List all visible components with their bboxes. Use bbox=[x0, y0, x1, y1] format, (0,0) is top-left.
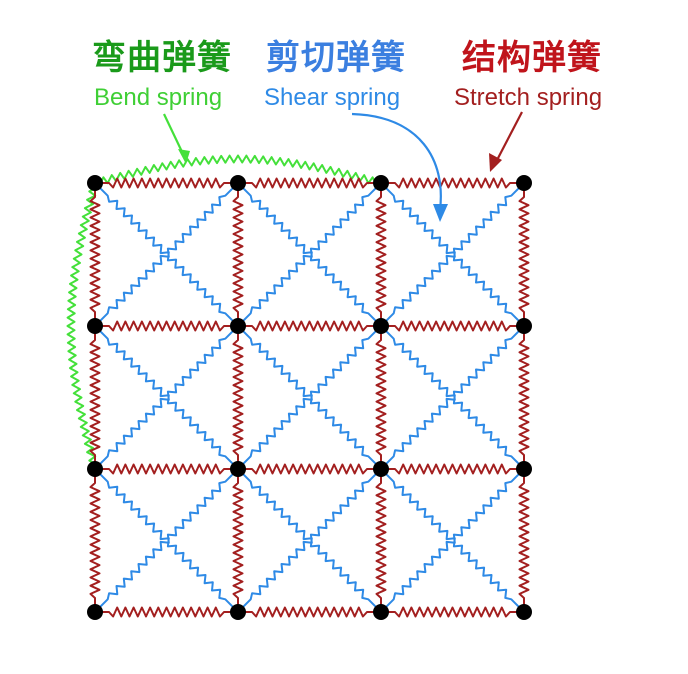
bend-spring-title: 弯曲弹簧 bbox=[92, 38, 232, 78]
stretch-spring bbox=[232, 469, 244, 612]
shear-spring bbox=[380, 325, 525, 470]
mass-node bbox=[230, 175, 246, 191]
bend-spring bbox=[94, 154, 382, 187]
stretch-spring-title: 结构弹簧 bbox=[462, 38, 602, 78]
stretch-spring bbox=[381, 320, 524, 332]
stretch-springs bbox=[89, 177, 530, 618]
shear-spring bbox=[94, 468, 239, 613]
bend-spring bbox=[66, 182, 99, 470]
mass-node bbox=[230, 461, 246, 477]
mass-node bbox=[230, 604, 246, 620]
mass-node bbox=[373, 318, 389, 334]
stretch-spring bbox=[375, 469, 387, 612]
stretch-spring bbox=[89, 469, 101, 612]
stretch-spring bbox=[89, 326, 101, 469]
stretch-spring bbox=[238, 463, 381, 475]
label-arrows bbox=[163, 111, 523, 222]
stretch-arrow-head bbox=[489, 153, 502, 172]
stretch-spring bbox=[375, 183, 387, 326]
bend-arrow-head bbox=[178, 149, 190, 164]
stretch-spring bbox=[232, 326, 244, 469]
shear-spring bbox=[237, 325, 382, 470]
stretch-spring bbox=[95, 320, 238, 332]
mass-node bbox=[516, 318, 532, 334]
stretch-spring bbox=[95, 606, 238, 618]
shear-arrow bbox=[351, 112, 442, 211]
shear-springs bbox=[94, 182, 525, 613]
mass-node bbox=[373, 175, 389, 191]
stretch-spring bbox=[518, 326, 530, 469]
stretch-spring bbox=[518, 469, 530, 612]
shear-spring bbox=[94, 182, 239, 327]
shear-spring bbox=[380, 468, 525, 613]
stretch-spring bbox=[232, 183, 244, 326]
stretch-spring bbox=[238, 320, 381, 332]
mass-node bbox=[87, 461, 103, 477]
bend-spring-label: Bend spring bbox=[94, 84, 223, 111]
mass-node bbox=[373, 604, 389, 620]
mass-node bbox=[87, 318, 103, 334]
stretch-spring bbox=[381, 177, 524, 189]
mass-node bbox=[87, 175, 103, 191]
shear-spring bbox=[237, 182, 382, 327]
stretch-spring-label: Stretch spring bbox=[454, 84, 603, 111]
bend-springs bbox=[66, 154, 382, 470]
stretch-spring bbox=[95, 463, 238, 475]
bend-arrow bbox=[163, 113, 185, 157]
stretch-spring bbox=[381, 606, 524, 618]
shear-spring-label: Shear spring bbox=[264, 84, 401, 111]
mass-node bbox=[516, 461, 532, 477]
stretch-spring bbox=[375, 326, 387, 469]
shear-spring bbox=[94, 325, 239, 470]
mass-node bbox=[516, 175, 532, 191]
shear-spring-title: 剪切弹簧 bbox=[266, 38, 406, 78]
shear-spring bbox=[380, 182, 525, 327]
mass-node bbox=[87, 604, 103, 620]
stretch-arrow bbox=[495, 111, 523, 163]
stretch-spring bbox=[381, 463, 524, 475]
stretch-spring bbox=[238, 177, 381, 189]
stretch-spring bbox=[518, 183, 530, 326]
mass-node bbox=[373, 461, 389, 477]
shear-arrow-head bbox=[433, 204, 448, 222]
stretch-spring bbox=[89, 183, 101, 326]
mass-node bbox=[516, 604, 532, 620]
stretch-spring bbox=[238, 606, 381, 618]
stretch-spring bbox=[95, 177, 238, 189]
mass-nodes bbox=[87, 175, 532, 620]
mass-node bbox=[230, 318, 246, 334]
shear-spring bbox=[237, 468, 382, 613]
